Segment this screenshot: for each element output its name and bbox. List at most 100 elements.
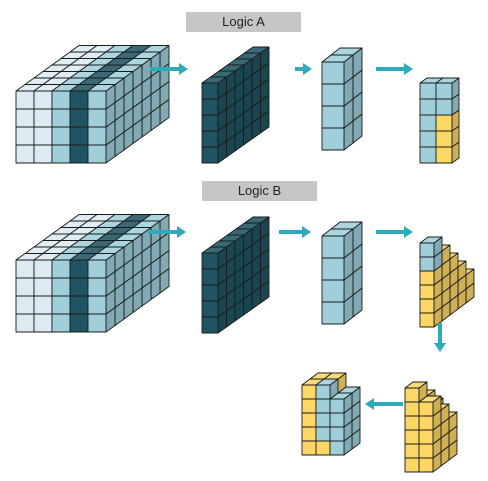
cube-front [321, 105, 345, 129]
cube-front [201, 82, 219, 100]
cube-front [69, 277, 89, 297]
cube-front [201, 146, 219, 164]
cube-front [15, 259, 35, 279]
logic-a-label: Logic A [186, 12, 301, 32]
cube-front [51, 277, 71, 297]
result-block [301, 372, 361, 456]
cube-front [201, 130, 219, 148]
arrow-b-2 [279, 226, 311, 238]
cube-front [15, 277, 35, 297]
cube-front [15, 90, 35, 110]
cube-front [321, 257, 345, 281]
yellow-stair-block [404, 381, 458, 473]
cube-front [201, 300, 219, 318]
cube-front [419, 146, 437, 164]
cube-front [419, 256, 435, 272]
light-column-a [321, 47, 363, 151]
cube-front [419, 298, 435, 314]
cube-front [419, 242, 435, 258]
cube-front [201, 316, 219, 334]
cube-front [87, 259, 107, 279]
cube-front [69, 313, 89, 333]
cube-front [15, 313, 35, 333]
cube-front [419, 130, 437, 148]
cube-front [51, 90, 71, 110]
cube-front [321, 279, 345, 303]
cube-front [33, 277, 53, 297]
cube-front [33, 259, 53, 279]
cube-front [87, 108, 107, 128]
cube-front [321, 127, 345, 151]
cube-front [301, 440, 317, 456]
cube-front [51, 126, 71, 146]
mixed-column-a [419, 77, 460, 164]
cube-front [404, 429, 420, 445]
cube-front [33, 108, 53, 128]
cube-front [87, 90, 107, 110]
light-column-b [321, 221, 363, 325]
mixed-stair-b [419, 236, 475, 328]
cube-front [51, 313, 71, 333]
cube-front [87, 295, 107, 315]
cube-front [87, 277, 107, 297]
cube-front [201, 284, 219, 302]
cube-front [404, 387, 420, 403]
cube-front [15, 126, 35, 146]
cube-front [329, 412, 345, 428]
cube-front [87, 313, 107, 333]
cube-front [419, 270, 435, 286]
cube-front [87, 144, 107, 164]
cube-front [315, 426, 331, 442]
cube-front [33, 126, 53, 146]
cube-front [435, 130, 453, 148]
cube-front [418, 457, 434, 473]
source-block-a [15, 45, 170, 164]
arrow-a-1 [150, 63, 188, 75]
cube-front [301, 384, 317, 400]
cube-front [404, 401, 420, 417]
cube-front [301, 426, 317, 442]
cube-front [419, 82, 437, 100]
cube-front [435, 98, 453, 116]
cube-front [201, 98, 219, 116]
cube-front [201, 114, 219, 132]
cube-front [15, 295, 35, 315]
cube-front [301, 398, 317, 414]
cube-front [404, 457, 420, 473]
cube-front [33, 144, 53, 164]
cube-front [69, 108, 89, 128]
cube-front [329, 398, 345, 414]
cube-front [321, 301, 345, 325]
arrow-b-3 [376, 226, 413, 238]
cube-front [435, 82, 453, 100]
cube-front [419, 98, 437, 116]
cube-front [315, 384, 331, 400]
cube-front [321, 83, 345, 107]
cube-front [404, 443, 420, 459]
cube-front [33, 90, 53, 110]
cube-front [418, 415, 434, 431]
cube-front [51, 259, 71, 279]
cube-front [321, 61, 345, 85]
cube-front [51, 108, 71, 128]
cube-front [329, 426, 345, 442]
cube-front [419, 312, 435, 328]
cube-front [418, 401, 434, 417]
cube-front [301, 412, 317, 428]
cube-front [418, 443, 434, 459]
cube-front [321, 235, 345, 259]
cube-front [69, 126, 89, 146]
cube-front [51, 144, 71, 164]
cube-front [51, 295, 71, 315]
cube-front [69, 90, 89, 110]
arrow-down [434, 323, 446, 352]
dark-slab-a [201, 46, 270, 164]
cube-front [315, 412, 331, 428]
cube-front [419, 114, 437, 132]
cube-front [315, 398, 331, 414]
dark-slab-b [201, 216, 270, 334]
cube-front [15, 108, 35, 128]
arrow-left [365, 398, 403, 410]
cube-front [329, 440, 345, 456]
